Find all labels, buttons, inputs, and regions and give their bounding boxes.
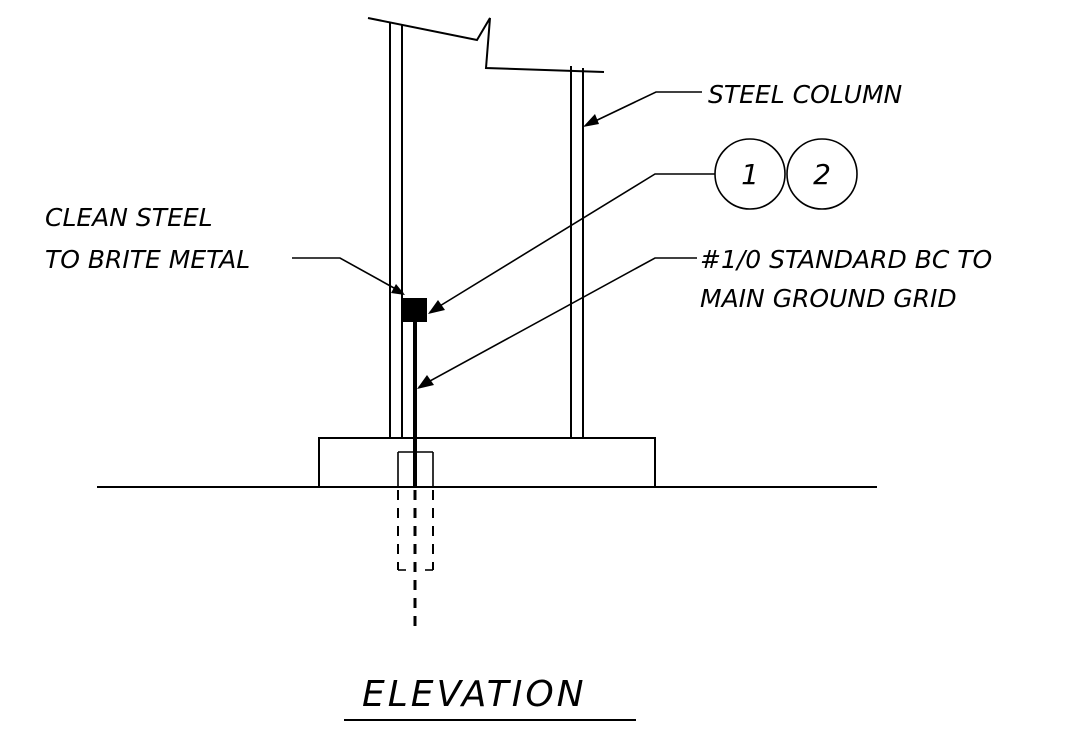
steel-column-label: STEEL COLUMN [708, 80, 903, 109]
callout-bubble-1-number: 1 [741, 158, 759, 191]
steel-column-leader [588, 91, 702, 125]
clean-steel-leader [292, 257, 404, 294]
conductor-label-line1: #1/0 STANDARD BC TO [700, 245, 992, 274]
conductor-leader [418, 257, 697, 388]
column-break-line [367, 17, 605, 73]
bubble-arrowhead [428, 300, 445, 314]
clean-steel-label-line2: TO BRITE METAL [45, 245, 250, 274]
callout-bubble-2 [786, 138, 858, 210]
conductor-arrowhead [417, 375, 434, 389]
steel-column-arrowhead [583, 114, 599, 127]
clean-steel-arrowhead [391, 284, 405, 295]
clean-steel-label-line1: CLEAN STEEL [45, 203, 213, 232]
bubble-leader [429, 173, 715, 313]
callout-bubble-2-number: 2 [813, 158, 831, 191]
conductor-label-line2: MAIN GROUND GRID [700, 284, 957, 313]
footing-pad [318, 437, 656, 488]
exothermic-weld-square [403, 298, 427, 322]
callout-bubble-1 [714, 138, 786, 210]
elevation-title: ELEVATION [362, 674, 587, 715]
